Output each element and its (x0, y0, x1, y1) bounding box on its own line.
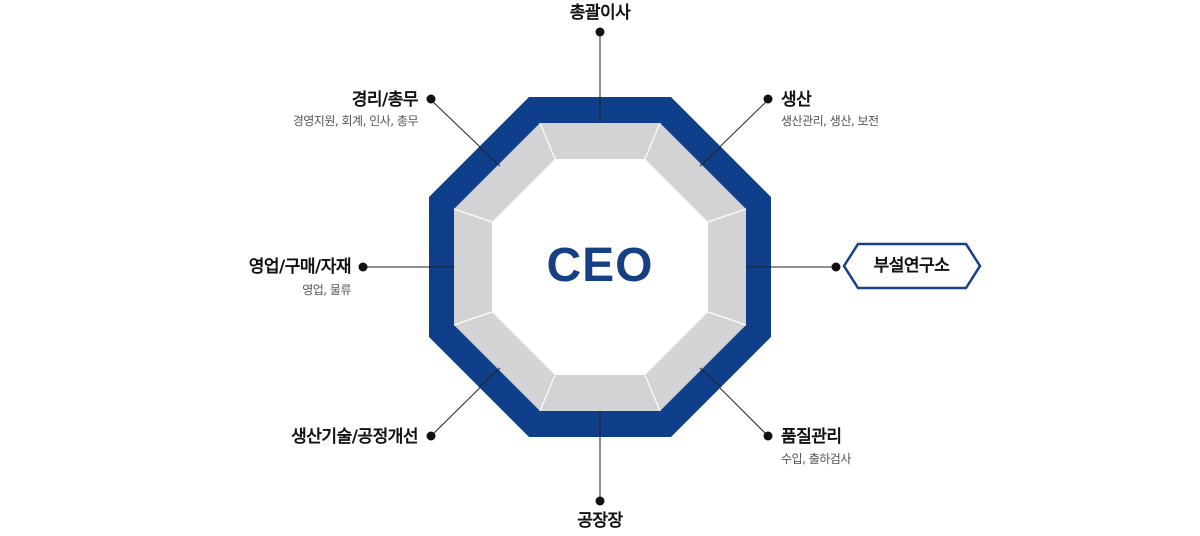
ceo-label: CEO (546, 239, 654, 292)
center-octagon (492, 159, 708, 375)
node-bottom-title: 공장장 (577, 511, 623, 531)
node-bottom-right-title: 품질관리 (781, 427, 842, 447)
dot-left (358, 262, 368, 272)
dot-top-left (426, 94, 436, 104)
node-top-left-title: 경리/총무 (351, 90, 419, 110)
research-lab-box (842, 242, 982, 290)
dot-top-right (763, 94, 773, 104)
dot-bottom-right (763, 431, 773, 441)
node-left-title: 영업/구매/자재 (248, 257, 352, 277)
node-top-right-title: 생산 (781, 90, 812, 110)
node-bottom-right-subtitle: 수입, 출하검사 (781, 452, 851, 466)
node-top-title: 총괄이사 (569, 3, 631, 23)
node-top-left-subtitle: 경영지원, 회계, 인사, 총무 (292, 114, 419, 128)
node-top-right-subtitle: 생산관리, 생산, 보전 (781, 114, 879, 128)
dot-right (831, 262, 841, 272)
dot-bottom-left (426, 431, 436, 441)
dot-bottom (595, 496, 605, 506)
node-right-title: 부설연구소 (873, 256, 950, 276)
node-left-subtitle: 영업, 물류 (302, 283, 351, 297)
node-bottom-left-title: 생산기술/공정개선 (291, 427, 418, 447)
dot-top (595, 27, 605, 37)
